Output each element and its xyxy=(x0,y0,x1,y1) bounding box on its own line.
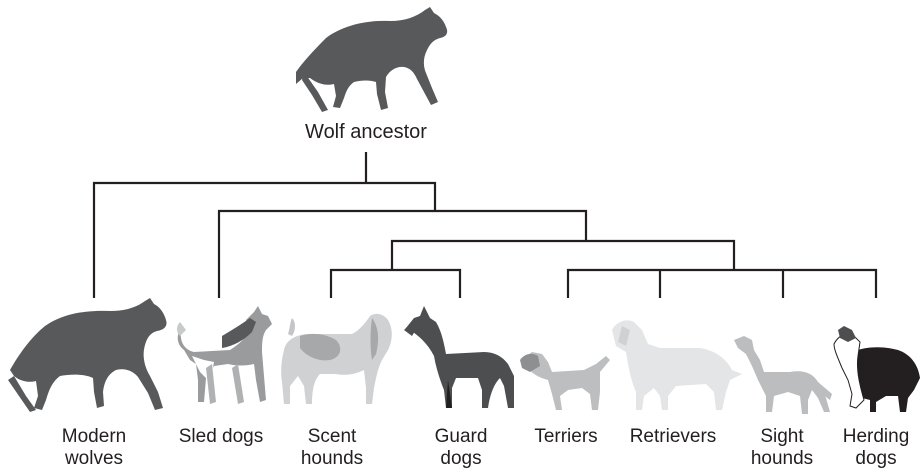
branch-terrier-group xyxy=(566,268,878,298)
branch-wolves-rest xyxy=(92,181,437,298)
greyhound-icon xyxy=(734,336,832,414)
branch-sled-rest xyxy=(217,209,588,298)
retriever-icon xyxy=(612,320,742,410)
wolf-icon xyxy=(8,298,167,412)
leaf-label-scent-hounds: Scent hounds xyxy=(300,426,364,469)
leaf-label-modern-wolves: Modern wolves xyxy=(61,426,127,469)
leaf-label-guard-dogs: Guard dogs xyxy=(434,426,488,469)
leaf-label-sight-hounds: Sight hounds xyxy=(750,426,814,469)
leaf-label-terriers: Terriers xyxy=(534,426,598,447)
branch-scent-guard xyxy=(329,268,462,298)
leaf-label-sled-dogs: Sled dogs xyxy=(178,426,264,447)
terrier-icon xyxy=(520,352,610,410)
branch-two-clades xyxy=(390,239,736,270)
wolf-icon xyxy=(296,7,448,112)
hound-icon xyxy=(281,313,392,404)
collie-icon xyxy=(833,326,920,412)
leaf-label-herding-dogs: Herding dogs xyxy=(842,426,910,469)
root-label: Wolf ancestor xyxy=(305,121,427,143)
doberman-icon xyxy=(404,306,514,408)
leaf-label-retrievers: Retrievers xyxy=(629,426,717,447)
husky-icon xyxy=(177,306,272,404)
tree-branches xyxy=(92,152,878,298)
